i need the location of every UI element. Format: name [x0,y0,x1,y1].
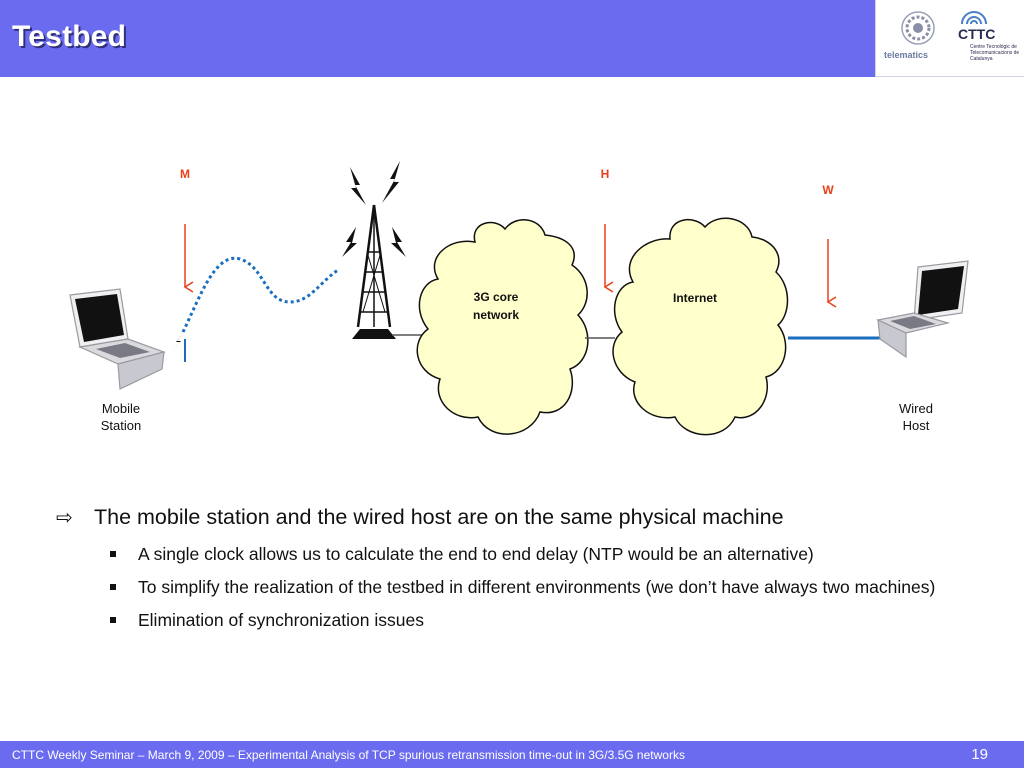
wireless-link [181,256,339,333]
cttc-subtitle: Centre Tecnològic de Telecomunicacions d… [970,44,1020,62]
wired-host-laptop-icon [876,260,969,359]
sub-bullet: To simplify the realization of the testb… [56,573,986,601]
slide-title: Testbed [12,20,127,53]
core-cloud-label: 3G core [474,290,519,304]
page-number: 19 [971,746,988,763]
slide-header: Testbed [0,0,875,77]
marker-w-label: W [822,183,834,197]
logo-area: telematics CTTC Centre Tecnològic de Tel… [875,0,1024,77]
wired-host-label: Wired [899,401,933,416]
mobile-laptop-icon [69,288,167,390]
gear-seal-icon [901,11,935,45]
telematics-text: telematics [884,50,929,60]
arrow-bullet-icon: ⇨ [56,507,73,529]
sub-bullet-text: Elimination of synchronization issues [138,610,424,630]
cttc-logo: CTTC Centre Tecnològic de Telecomunicaci… [958,8,1022,70]
bullet-list: ⇨ The mobile station and the wired host … [56,505,986,639]
core-network-cloud [416,219,589,435]
internet-cloud [612,217,789,436]
testbed-diagram: Mobile Station 3G core network Internet [69,161,969,436]
sub-bullet: A single clock allows us to calculate th… [56,540,986,568]
square-bullet-icon [110,617,116,623]
sub-bullet-text: To simplify the realization of the testb… [138,577,936,597]
lightning-icon [172,332,184,351]
sub-bullet-text: A single clock allows us to calculate th… [138,544,814,564]
cttc-wordmark: CTTC [958,26,996,42]
square-bullet-icon [110,551,116,557]
telematics-logo: telematics [882,8,954,68]
footer-text: CTTC Weekly Seminar – March 9, 2009 – Ex… [12,748,685,762]
main-bullet: ⇨ The mobile station and the wired host … [56,505,986,530]
wired-host-label-2: Host [903,418,930,433]
mobile-station-label-2: Station [101,418,141,433]
signal-arcs-icon [961,11,987,25]
square-bullet-icon [110,584,116,590]
sub-bullet: Elimination of synchronization issues [56,606,986,634]
marker-h-label: H [601,167,610,181]
core-cloud-label-2: network [473,308,519,322]
internet-cloud-label: Internet [673,291,717,305]
mobile-station-label: Mobile [102,401,140,416]
slide-footer: CTTC Weekly Seminar – March 9, 2009 – Ex… [0,741,1024,768]
main-bullet-text: The mobile station and the wired host ar… [94,505,784,529]
marker-m-label: M [180,167,190,181]
antenna-tower-icon [342,161,406,339]
